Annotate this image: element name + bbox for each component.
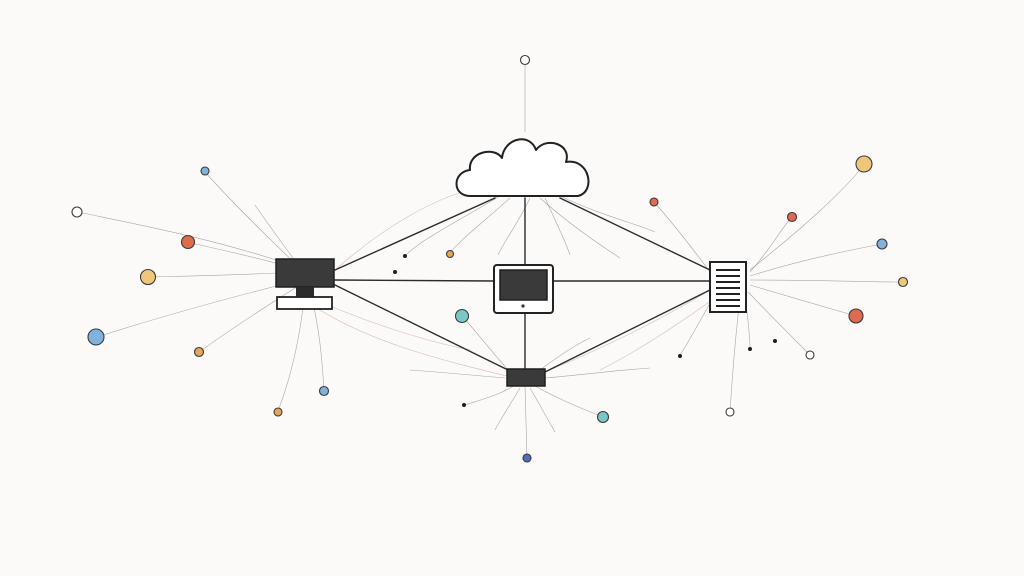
endpoint-node [773,339,777,343]
server-rack-icon [709,261,747,313]
endpoint-node [596,410,610,424]
endpoint-node [519,54,531,66]
cloud-icon [455,138,590,197]
endpoint-node [139,268,157,286]
endpoint-node [805,350,815,360]
endpoint-nodes [71,54,909,463]
endpoint-node [678,354,682,358]
endpoint-node [748,347,752,351]
backbone-wires [334,197,711,373]
endpoint-node [71,206,83,218]
endpoint-node [403,254,407,258]
endpoint-node [897,276,909,288]
endpoint-node [180,234,196,250]
desktop-monitor-icon [275,258,335,310]
endpoint-node [200,166,210,176]
endpoint-node [445,249,455,259]
laptop-icon [493,264,554,314]
endpoint-node [273,407,283,417]
endpoint-node [786,211,798,223]
fanout-wires [77,60,904,459]
endpoint-node [848,308,864,324]
endpoint-node [193,346,205,358]
endpoint-node [855,155,873,173]
endpoint-node [393,270,397,274]
endpoint-node [454,308,470,324]
network-switch-icon [506,368,546,387]
endpoint-node [725,407,735,417]
endpoint-node [87,328,105,346]
endpoint-node [522,453,532,463]
endpoint-node [318,385,330,397]
endpoint-node [876,238,888,250]
endpoint-node [462,403,466,407]
endpoint-node [649,197,659,207]
